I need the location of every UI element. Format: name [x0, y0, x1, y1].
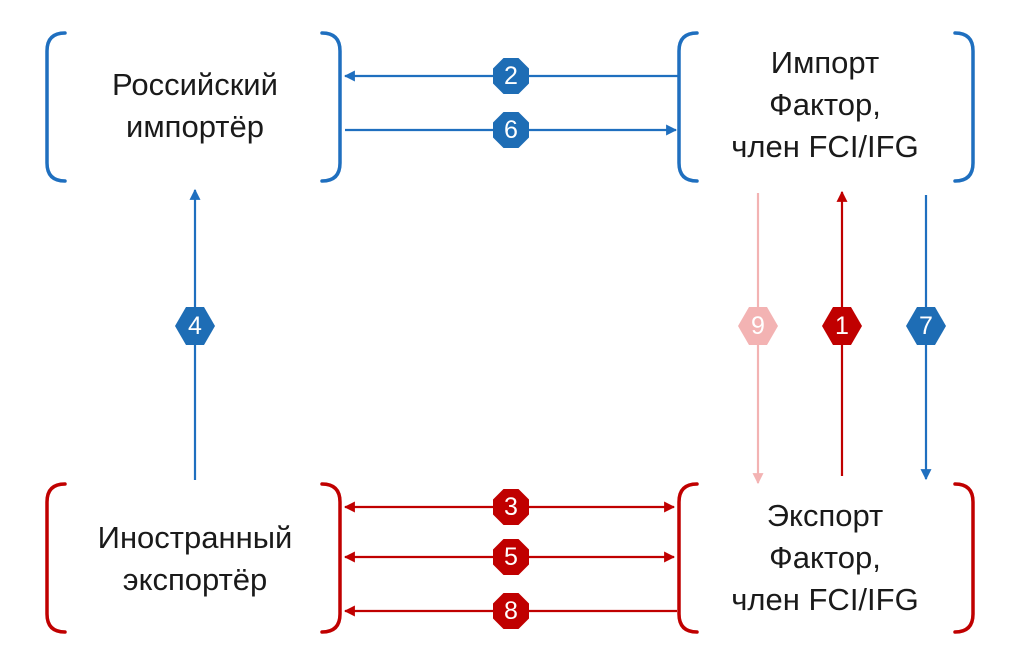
step-badge-1-label: 1 — [835, 312, 849, 340]
step-badge-8-label: 8 — [504, 597, 518, 625]
import-factor-brackets — [677, 31, 975, 183]
step-badge-2-shape — [493, 58, 529, 94]
step-badge-5-label: 5 — [504, 543, 518, 571]
step-badge-8-shape — [493, 593, 529, 629]
russian-importer-line-2: импортёр — [126, 109, 264, 144]
step-badge-9-shape — [738, 307, 778, 345]
russian-importer-left-bracket — [45, 31, 67, 183]
step-badge-1: 1 — [822, 307, 862, 345]
step-badge-1-shape — [822, 307, 862, 345]
import-factor-node: Импорт Фактор, член FCI/IFG — [690, 42, 960, 168]
step-badge-7-label: 7 — [919, 312, 933, 340]
russian-importer-right-bracket — [320, 31, 342, 183]
import-factor-line-2: Фактор, — [769, 87, 881, 122]
export-factor-node: Экспорт Фактор, член FCI/IFG — [690, 495, 960, 621]
step-badge-9-label: 9 — [751, 312, 765, 340]
russian-importer-node: Российский импортёр — [60, 64, 330, 148]
export-factor-left-bracket — [677, 482, 699, 634]
step-badge-4-shape — [175, 307, 215, 345]
foreign-exporter-line-1: Иностранный — [97, 520, 293, 555]
export-factor-line-1: Экспорт — [766, 498, 884, 533]
foreign-exporter-left-bracket — [45, 482, 67, 634]
foreign-exporter-right-bracket — [320, 482, 342, 634]
step-badge-3-shape — [493, 489, 529, 525]
step-badge-6-shape — [493, 112, 529, 148]
step-badge-6: 6 — [493, 112, 529, 148]
export-factor-right-bracket — [953, 482, 975, 634]
export-factor-brackets — [677, 482, 975, 634]
step-badge-5-shape — [493, 539, 529, 575]
step-badge-8: 8 — [493, 593, 529, 629]
step-badge-2: 2 — [493, 58, 529, 94]
step-badges: 2 6 4 9 1 7 3 5 — [175, 58, 946, 629]
import-factor-line-1: Импорт — [770, 45, 880, 80]
step-badge-7-shape — [906, 307, 946, 345]
russian-importer-line-1: Российский — [112, 67, 278, 102]
step-badge-3: 3 — [493, 489, 529, 525]
import-factor-line-3: член FCI/IFG — [731, 129, 919, 164]
foreign-exporter-node: Иностранный экспортёр — [60, 517, 330, 601]
step-badge-7: 7 — [906, 307, 946, 345]
step-badge-4: 4 — [175, 307, 215, 345]
step-badge-6-label: 6 — [504, 116, 518, 144]
step-badge-2-label: 2 — [504, 62, 518, 90]
step-badge-9: 9 — [738, 307, 778, 345]
import-factor-right-bracket — [953, 31, 975, 183]
russian-importer-brackets — [45, 31, 342, 183]
foreign-exporter-line-2: экспортёр — [122, 562, 268, 597]
export-factor-line-3: член FCI/IFG — [731, 582, 919, 617]
step-badge-4-label: 4 — [188, 312, 202, 340]
step-badge-3-label: 3 — [504, 493, 518, 521]
import-factor-left-bracket — [677, 31, 699, 183]
export-factor-line-2: Фактор, — [769, 540, 881, 575]
step-badge-5: 5 — [493, 539, 529, 575]
foreign-exporter-brackets — [45, 482, 342, 634]
